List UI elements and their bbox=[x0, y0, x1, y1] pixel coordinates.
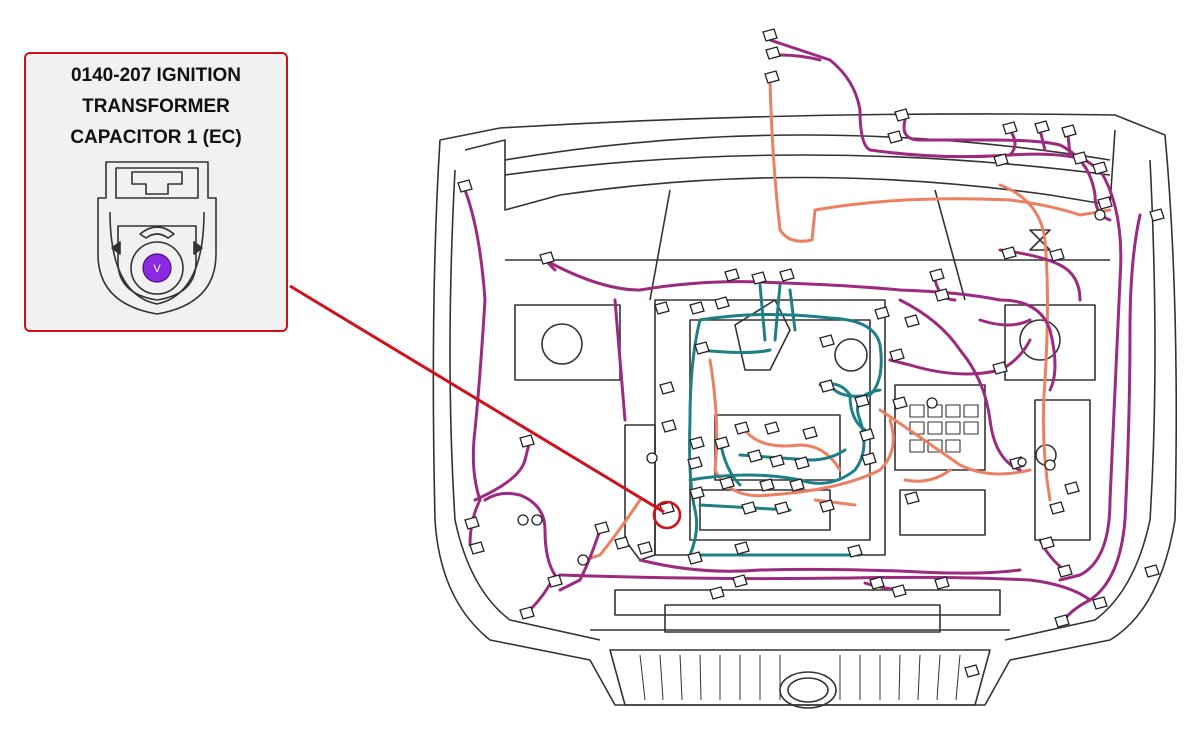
connector-title: 0140-207 IGNITION TRANSFORMER CAPACITOR … bbox=[26, 60, 286, 153]
harness-purple bbox=[463, 38, 1142, 627]
title-line-1: 0140-207 IGNITION bbox=[70, 65, 242, 86]
ground-terminals bbox=[517, 209, 1106, 566]
connector-highlight[interactable] bbox=[652, 500, 682, 530]
pin-icon[interactable]: V bbox=[142, 253, 172, 283]
vehicle-outline bbox=[432, 113, 1178, 709]
pin-label: V bbox=[153, 263, 161, 275]
title-line-2: TRANSFORMER bbox=[82, 96, 230, 117]
connector-face-icon: V bbox=[97, 161, 217, 315]
harness-teal bbox=[688, 283, 883, 557]
leader-line bbox=[289, 284, 665, 514]
title-line-3: CAPACITOR 1 (EC) bbox=[70, 127, 242, 148]
pin-v-fill bbox=[142, 253, 172, 283]
harness-salmon bbox=[583, 78, 1112, 562]
connector-callout: 0140-207 IGNITION TRANSFORMER CAPACITOR … bbox=[24, 52, 288, 332]
